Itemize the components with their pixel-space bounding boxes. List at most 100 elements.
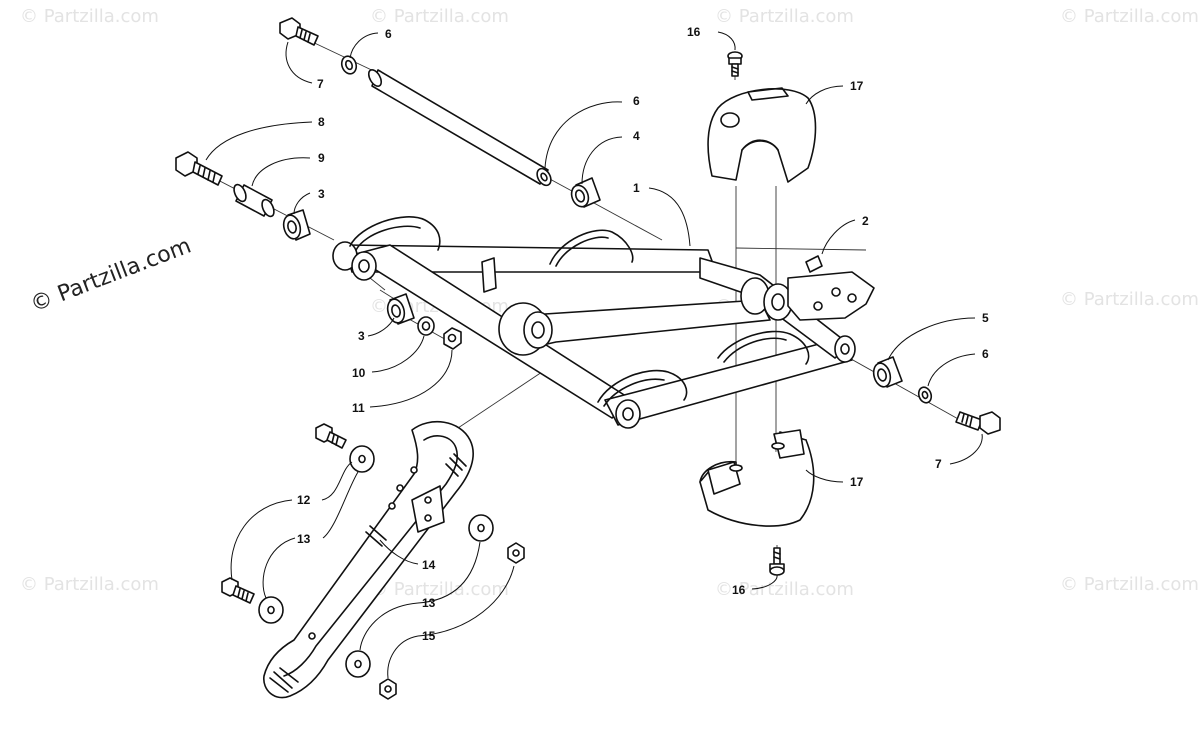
leader-lines xyxy=(205,31,983,679)
leader-13-a xyxy=(322,471,359,539)
leader-10 xyxy=(371,335,425,373)
leader-9 xyxy=(251,157,311,187)
watermark-text: © Partzilla.com xyxy=(370,6,509,27)
callout-17-upper: 17 xyxy=(850,79,864,93)
guide-line xyxy=(834,349,961,421)
leader-16-upper xyxy=(717,31,736,51)
leader-15-b xyxy=(387,635,419,679)
watermark-text: © Partzilla.com xyxy=(1060,6,1199,27)
leader-3-upper xyxy=(293,192,311,215)
callout-17-lower: 17 xyxy=(850,475,864,489)
callout-8: 8 xyxy=(318,115,325,129)
leader-14 xyxy=(379,539,419,565)
cover-upper xyxy=(707,87,817,183)
brand-watermark: © Partzilla.com xyxy=(27,233,194,317)
leader-7-upper xyxy=(285,41,313,84)
callout-11: 11 xyxy=(352,401,365,415)
bushing-upper xyxy=(570,177,601,208)
leader-17-lower xyxy=(805,469,844,483)
callout-1: 1 xyxy=(633,181,640,195)
bushing-right xyxy=(872,356,903,388)
long-shaft xyxy=(367,69,552,187)
adjuster-bracket xyxy=(787,255,875,321)
callout-2: 2 xyxy=(862,214,869,228)
washer-strap-right xyxy=(468,514,494,542)
watermark-text: © Partzilla.com xyxy=(1060,289,1199,310)
leader-5 xyxy=(544,101,623,169)
guide-line xyxy=(547,177,663,241)
bushing-left-upper xyxy=(282,209,311,241)
callout-7-upper: 7 xyxy=(317,77,324,91)
leader-13-b xyxy=(262,537,296,599)
watermark-text: © Partzilla.com xyxy=(715,579,854,600)
callout-5: 6 xyxy=(633,94,640,108)
leader-11 xyxy=(369,349,453,408)
leader-16-lower xyxy=(751,574,778,590)
callout-7-right: 7 xyxy=(935,457,942,471)
guide-line xyxy=(369,277,386,291)
callout-16-lower: 16 xyxy=(732,583,746,597)
leader-8 xyxy=(205,121,313,161)
screw-lower xyxy=(769,547,785,576)
lock-washer-right xyxy=(917,386,933,404)
washer-strap-upper xyxy=(349,445,375,473)
bolt-strap-upper xyxy=(315,423,347,449)
leader-13-d xyxy=(359,602,419,651)
bolt-upper-left xyxy=(279,17,319,46)
watermark-text: © Partzilla.com xyxy=(715,6,854,27)
leader-7-right xyxy=(949,433,983,465)
screw-upper xyxy=(727,51,743,77)
leader-4-right xyxy=(887,317,976,361)
washer-strap-lower xyxy=(258,596,284,624)
callout-10: 10 xyxy=(352,366,366,380)
washer-strap-bottom xyxy=(345,650,371,678)
long-bolt xyxy=(175,151,223,186)
swing-arm-frame xyxy=(332,216,856,429)
callout-labels: 6 7 6 4 8 9 3 1 2 16 17 3 10 11 5 6 7 17… xyxy=(297,25,989,643)
spacer-sleeve xyxy=(233,183,275,218)
bushing-left-lower xyxy=(386,293,415,325)
watermark-text: © Partzilla.com xyxy=(20,574,159,595)
bolt-right xyxy=(955,411,1001,435)
nut-strap-right xyxy=(507,542,525,564)
callout-13-lower: 13 xyxy=(422,596,436,610)
callout-15: 15 xyxy=(422,629,436,643)
leader-13-c xyxy=(417,541,481,604)
leader-3-lower xyxy=(367,317,395,337)
leader-6-upper xyxy=(349,32,379,59)
callout-14: 14 xyxy=(422,558,436,572)
callout-13-upper: 13 xyxy=(297,532,311,546)
callout-6-upper: 6 xyxy=(385,27,392,41)
leader-12-a xyxy=(321,461,353,501)
callout-3-upper: 3 xyxy=(318,187,325,201)
nut-strap-bottom xyxy=(379,678,397,700)
leader-17-upper xyxy=(805,85,844,105)
callout-3-lower: 3 xyxy=(358,329,365,343)
cover-lower xyxy=(699,429,815,527)
lock-washer-upper xyxy=(340,55,358,75)
watermark-text: © Partzilla.com xyxy=(20,6,159,27)
callout-6-right: 6 xyxy=(982,347,989,361)
callout-4-right: 5 xyxy=(982,311,989,325)
limiter-strap xyxy=(263,421,474,699)
watermark-text: © Partzilla.com xyxy=(370,579,509,600)
guide-line xyxy=(735,247,867,251)
leader-1 xyxy=(648,187,691,247)
callout-9: 9 xyxy=(318,151,325,165)
watermark-layer: © Partzilla.com © Partzilla.com © Partzi… xyxy=(20,6,1199,600)
flat-washer xyxy=(417,316,435,336)
callout-4-upper: 4 xyxy=(633,129,640,143)
leader-15-a xyxy=(417,565,515,637)
watermark-text: © Partzilla.com xyxy=(1060,574,1199,595)
leader-2 xyxy=(821,219,856,255)
lock-nut xyxy=(443,327,462,350)
leader-12-b xyxy=(230,499,293,581)
leader-6-right xyxy=(927,353,976,387)
callout-12: 12 xyxy=(297,493,311,507)
callout-16-upper: 16 xyxy=(687,25,701,39)
leader-4-upper xyxy=(581,136,623,185)
guide-line xyxy=(305,38,379,74)
bolt-strap-lower xyxy=(221,577,255,604)
